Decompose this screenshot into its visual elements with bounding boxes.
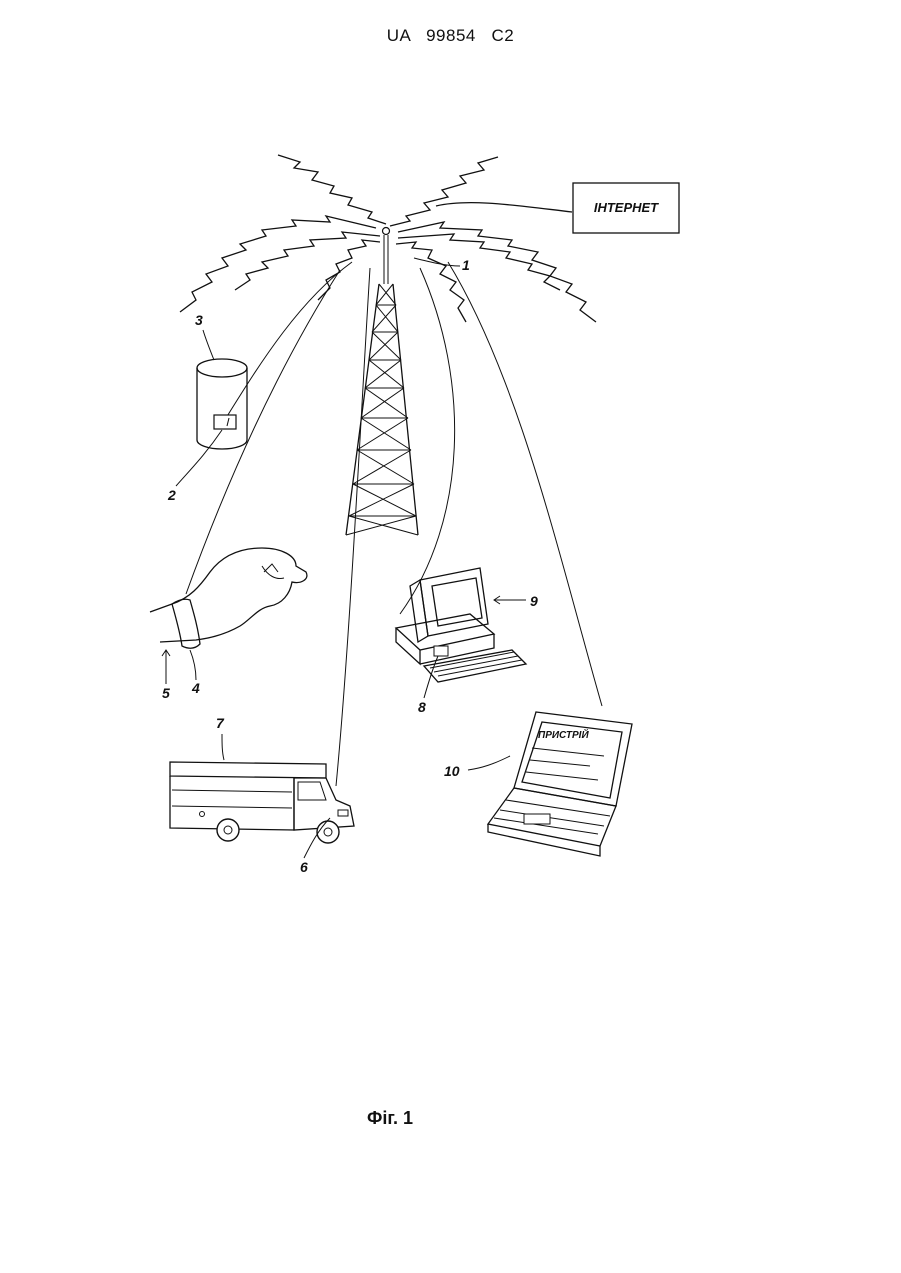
label-2: 2 xyxy=(167,487,176,503)
label-4: 4 xyxy=(191,680,200,696)
internet-box-label: ІНТЕРНЕТ xyxy=(594,200,659,215)
label-1: 1 xyxy=(462,257,470,273)
wave-upper-left xyxy=(278,155,386,224)
computer-device xyxy=(434,646,448,656)
wave-to-internet xyxy=(436,203,572,212)
figure-caption: Фіг. 1 xyxy=(340,1108,440,1129)
signal-lines xyxy=(186,262,602,786)
signal-to-container xyxy=(226,262,352,418)
vehicle-device xyxy=(338,810,348,816)
internet-box: ІНТЕРНЕТ xyxy=(573,183,679,233)
signal-to-vehicle xyxy=(336,268,370,786)
signal-to-wrist xyxy=(186,270,340,594)
wave-left-1 xyxy=(180,216,376,312)
laptop-computer: ПРИСТРІЙ xyxy=(488,712,632,856)
label-5: 5 xyxy=(162,685,170,701)
laptop-screen-label: ПРИСТРІЙ xyxy=(538,728,589,741)
label-8: 8 xyxy=(418,699,426,715)
wave-inner-right xyxy=(396,242,466,322)
label-9: 9 xyxy=(530,593,538,609)
wave-left-2 xyxy=(235,232,380,290)
delivery-truck xyxy=(170,762,354,843)
tag-device xyxy=(214,415,236,429)
label-7: 7 xyxy=(216,715,225,731)
wave-right-2 xyxy=(398,234,560,290)
desktop-computer xyxy=(396,568,526,682)
label-6: 6 xyxy=(300,859,308,875)
hand-with-wrist-device xyxy=(150,548,307,648)
container-with-tag xyxy=(197,359,247,449)
label-10: 10 xyxy=(444,763,460,779)
wave-upper-right xyxy=(390,157,498,226)
label-3: 3 xyxy=(195,312,203,328)
wave-right-1 xyxy=(398,222,596,322)
